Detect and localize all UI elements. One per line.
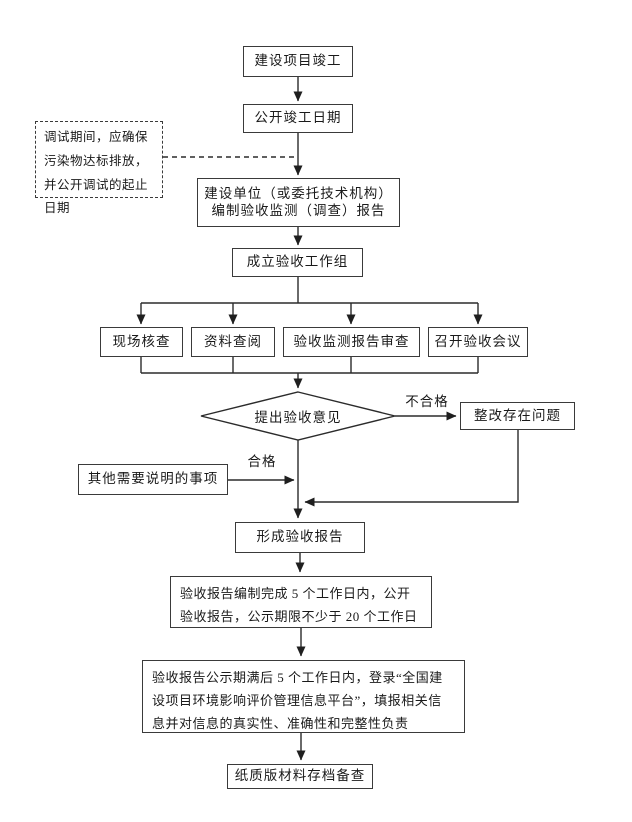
node-other-matters: 其他需要说明的事项 <box>78 464 228 495</box>
node-project-completion: 建设项目竣工 <box>243 46 353 77</box>
node-form-acceptance-group: 成立验收工作组 <box>232 248 363 277</box>
node-decision-acceptance-opinion: 提出验收意见 <box>254 410 342 425</box>
node-form-acceptance-report: 形成验收报告 <box>235 522 365 553</box>
node-site-check: 现场核查 <box>100 327 183 357</box>
edge-label-pass: 合格 <box>247 454 277 469</box>
node-publish-completion-date: 公开竣工日期 <box>243 104 353 133</box>
node-acceptance-meeting: 召开验收会议 <box>428 327 528 357</box>
node-rectify-problems: 整改存在问题 <box>460 402 575 430</box>
node-prepare-monitoring-report: 建设单位（或委托技术机构）编制验收监测（调查）报告 <box>197 178 400 227</box>
edge-rectify-feedback <box>304 430 519 507</box>
node-publicize-report: 验收报告编制完成 5 个工作日内，公开验收报告，公示期限不少于 20 个工作日 <box>170 576 432 628</box>
edge-label-fail: 不合格 <box>405 394 449 409</box>
node-commissioning-note: 调试期间，应确保污染物达标排放，并公开调试的起止日期 <box>35 121 163 215</box>
node-platform-filing: 验收报告公示期满后 5 个工作日内，登录“全国建设项目环境影响评价管理信息平台”… <box>142 660 465 733</box>
node-doc-review: 资料查阅 <box>191 327 275 357</box>
node-monitoring-report-review: 验收监测报告审查 <box>283 327 420 357</box>
node-archive-paper-materials: 纸质版材料存档备查 <box>227 764 373 789</box>
